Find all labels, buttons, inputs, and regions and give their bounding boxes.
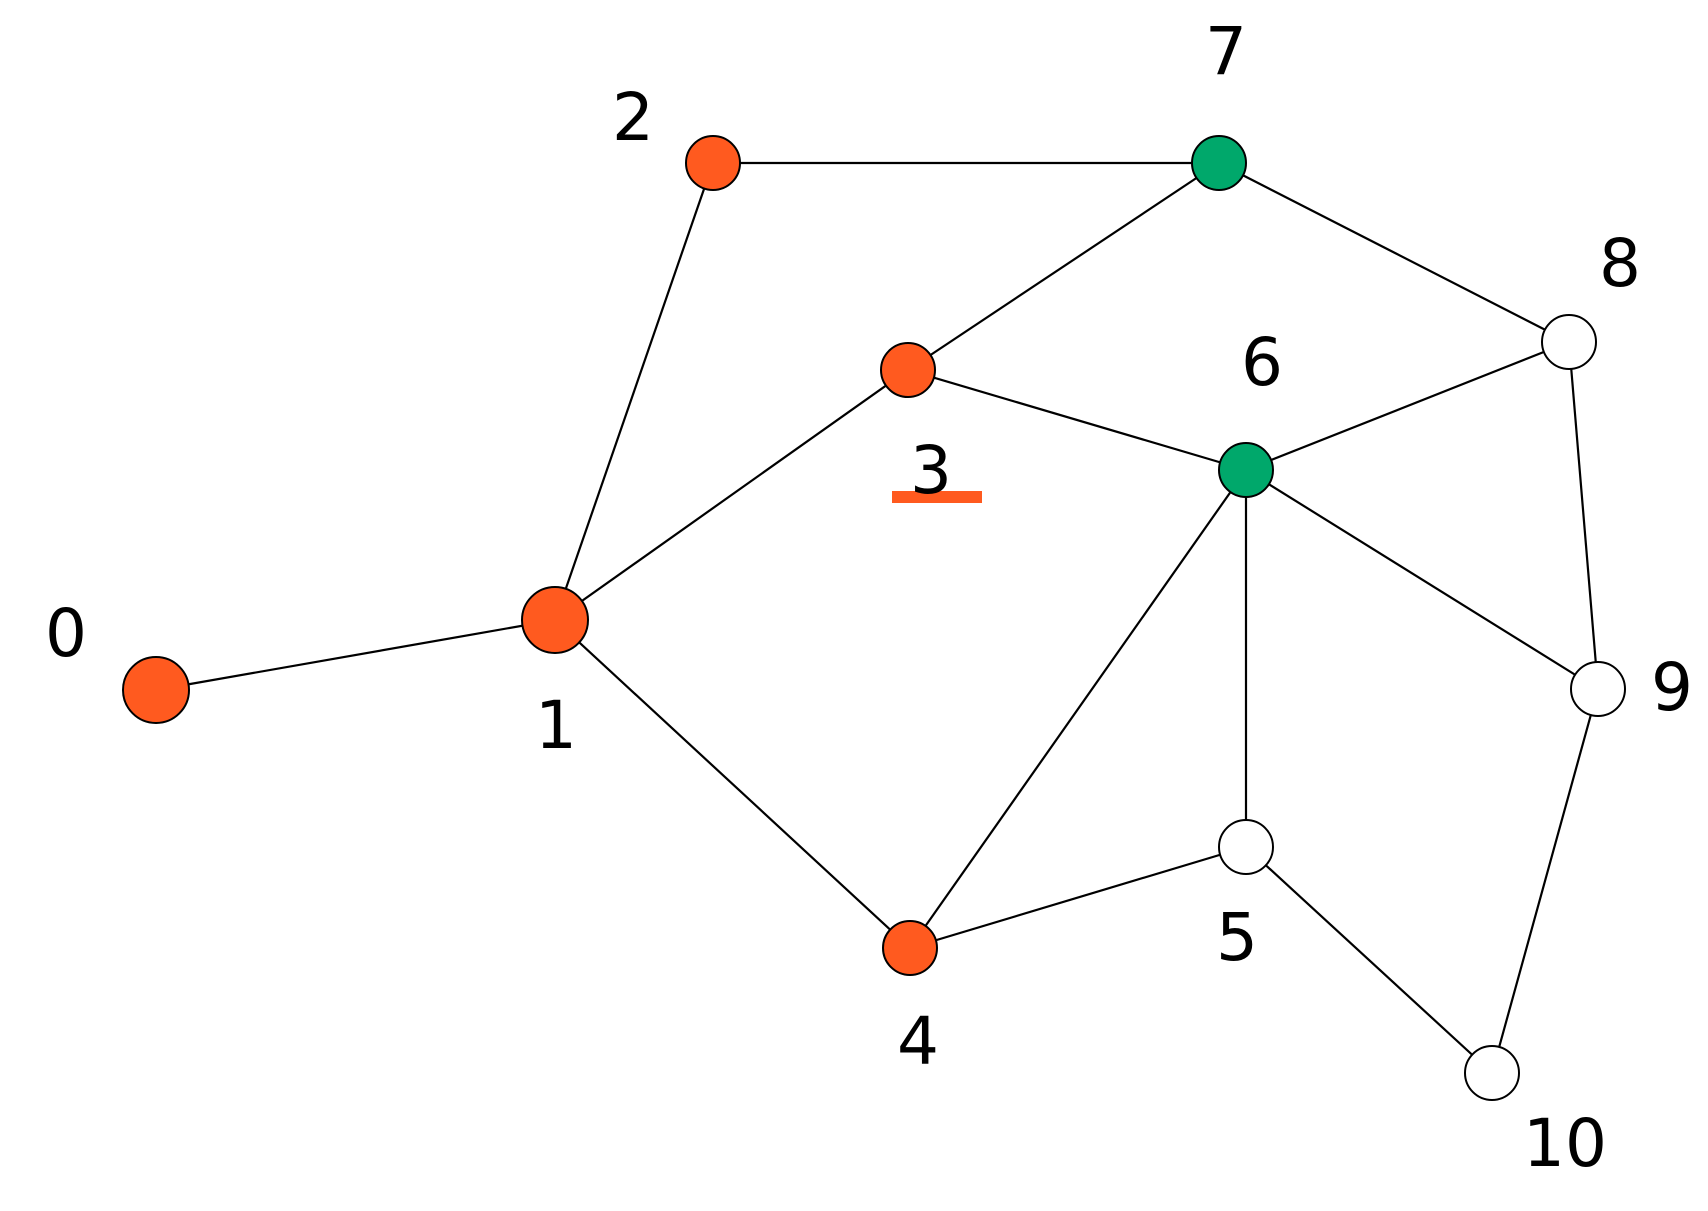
node-7 — [1191, 135, 1247, 191]
node-10 — [1464, 1045, 1520, 1101]
edge-1-3 — [554, 369, 909, 621]
edge-0-1 — [155, 618, 556, 692]
edge-1-4 — [554, 619, 911, 949]
node-5 — [1218, 819, 1274, 875]
node-label-6: 6 — [1241, 324, 1283, 401]
edge-3-7 — [907, 162, 1220, 371]
edge-6-8 — [1245, 340, 1570, 472]
node-6 — [1218, 442, 1274, 498]
edge-7-8 — [1218, 162, 1570, 343]
node-1 — [521, 586, 589, 654]
nodes-layer — [122, 135, 1626, 1101]
node-9 — [1570, 661, 1626, 717]
node-label-4: 4 — [897, 1003, 939, 1080]
node-2 — [685, 135, 741, 191]
edge-4-5 — [909, 845, 1247, 950]
node-8 — [1541, 314, 1597, 370]
node-label-5: 5 — [1216, 899, 1258, 976]
edge-1-2 — [553, 162, 715, 621]
node-label-1: 1 — [535, 687, 577, 764]
node-label-9: 9 — [1651, 649, 1693, 726]
node-label-0: 0 — [45, 595, 87, 672]
node-0 — [122, 656, 190, 724]
edge-5-10 — [1245, 846, 1493, 1074]
node-label-8: 8 — [1599, 225, 1641, 302]
node-label-2: 2 — [612, 79, 654, 156]
node-4 — [882, 920, 938, 976]
node-label-7: 7 — [1205, 13, 1247, 90]
node-3 — [880, 342, 936, 398]
edge-8-9 — [1567, 341, 1600, 690]
edge-9-10 — [1490, 688, 1600, 1074]
edge-6-9 — [1245, 469, 1599, 690]
edges-layer — [155, 161, 1600, 1074]
edge-3-6 — [907, 368, 1247, 472]
node-label-10: 10 — [1523, 1105, 1607, 1182]
edge-4-6 — [909, 469, 1247, 949]
labels-layer: 0 1 2 3 4 5 6 7 8 9 10 — [45, 13, 1693, 1182]
node-label-3: 3 — [910, 432, 952, 509]
